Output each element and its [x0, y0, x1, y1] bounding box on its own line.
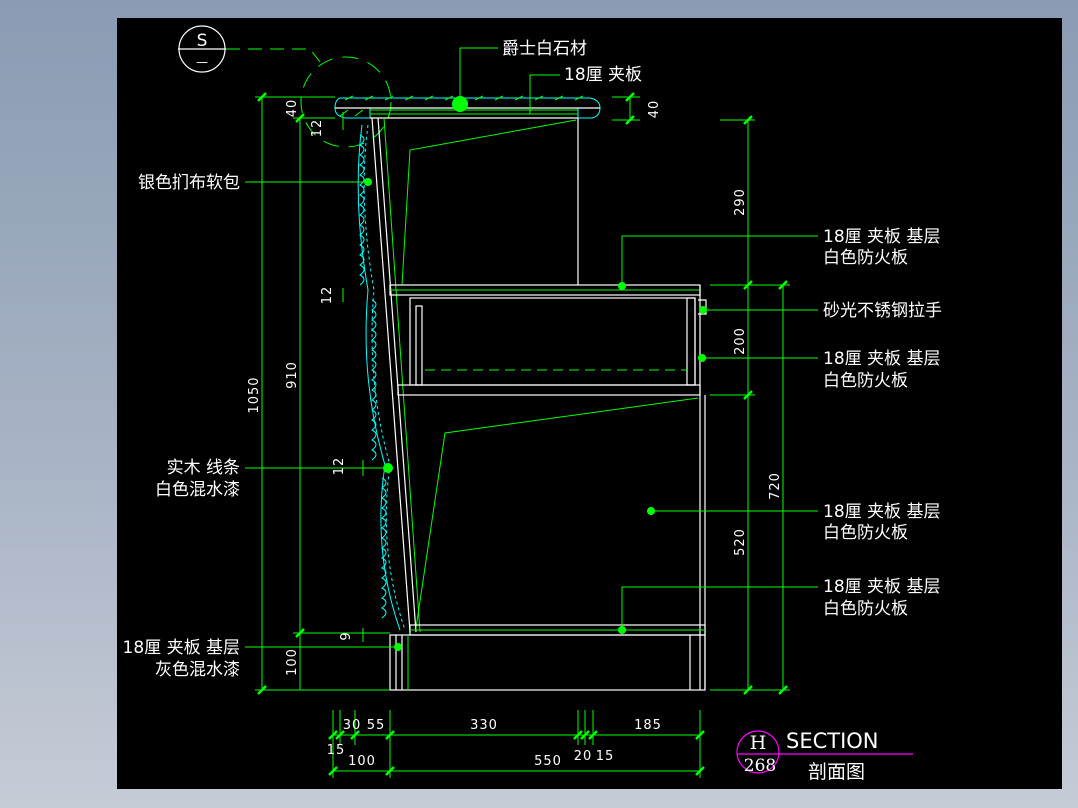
detail-circle: [300, 56, 392, 148]
cabinet-body: [371, 117, 707, 691]
dim-40-right: 40: [647, 100, 662, 119]
callout-body-1: 18厘 夹板 基层: [823, 502, 940, 522]
dim-55: 55: [367, 718, 386, 733]
dimension-lines: [255, 92, 790, 778]
callout-base-2: 灰色混水漆: [155, 660, 240, 680]
callout-shelf-upper-1: 18厘 夹板 基层: [823, 227, 940, 247]
detail-number: —: [196, 55, 208, 69]
dim-520: 520: [733, 528, 748, 556]
dim-15-left: 15: [327, 743, 346, 758]
dim-9: 9: [339, 631, 354, 640]
detail-letter: S: [197, 31, 208, 51]
dim-550: 550: [534, 754, 562, 769]
callout-top-ply: 18厘 夹板: [564, 65, 642, 85]
dim-15-right: 15: [596, 749, 615, 764]
dim-100-left: 100: [285, 648, 300, 676]
callout-body-2: 白色防火板: [823, 523, 908, 543]
callout-top-stone: 爵士白石材: [502, 39, 587, 59]
callout-drawer-1: 18厘 夹板 基层: [823, 349, 940, 369]
dim-1050: 1050: [247, 376, 262, 413]
section-title: SECTION: [786, 729, 879, 753]
dim-30: 30: [343, 718, 362, 733]
dim-100-bottom: 100: [348, 754, 376, 769]
dim-12-mid-b: 12: [332, 457, 347, 476]
dim-290: 290: [733, 188, 748, 216]
callout-bottom-shelf-1: 18厘 夹板 基层: [823, 577, 940, 597]
callout-bottom-shelf-2: 白色防火板: [823, 599, 908, 619]
detail-symbol: S —: [178, 25, 392, 148]
section-drawing: S —: [123, 25, 942, 783]
dim-20: 20: [574, 749, 593, 764]
callout-timber-2: 白色混水漆: [155, 480, 240, 500]
callout-fabric: 银色扪布软包: [138, 173, 240, 193]
callout-shelf-upper-2: 白色防火板: [823, 248, 908, 268]
section-number: 268: [744, 756, 776, 776]
section-subtitle: 剖面图: [808, 761, 865, 783]
dim-910: 910: [285, 361, 300, 389]
callout-timber-1: 实木 线条: [167, 458, 240, 478]
dim-720: 720: [768, 472, 783, 500]
section-symbol: H 268 SECTION 剖面图: [736, 729, 913, 783]
dim-40-left: 40: [285, 99, 300, 118]
dim-330: 330: [470, 718, 498, 733]
dim-12-mid-a: 12: [320, 286, 335, 305]
dim-12-top: 12: [310, 119, 325, 138]
fabric-upholstery: [357, 124, 406, 631]
callout-handle: 砂光不锈钢拉手: [823, 301, 942, 321]
countertop: [334, 95, 601, 119]
leaders: [245, 47, 818, 651]
dim-185: 185: [634, 718, 662, 733]
dim-200: 200: [733, 327, 748, 355]
dimension-texts: 1050 910 100 40 12 12 12 9 40 290 720 20…: [247, 99, 783, 769]
callout-drawer-2: 白色防火板: [823, 371, 908, 391]
callout-base-1: 18厘 夹板 基层: [123, 638, 240, 658]
cad-drawing-area: S —: [117, 18, 1062, 789]
handle-shape: [698, 299, 707, 315]
callouts: 爵士白石材 18厘 夹板 银色扪布软包 18厘 夹板 基层 白色防火板 砂光不锈…: [123, 39, 942, 680]
section-letter: H: [750, 732, 767, 754]
